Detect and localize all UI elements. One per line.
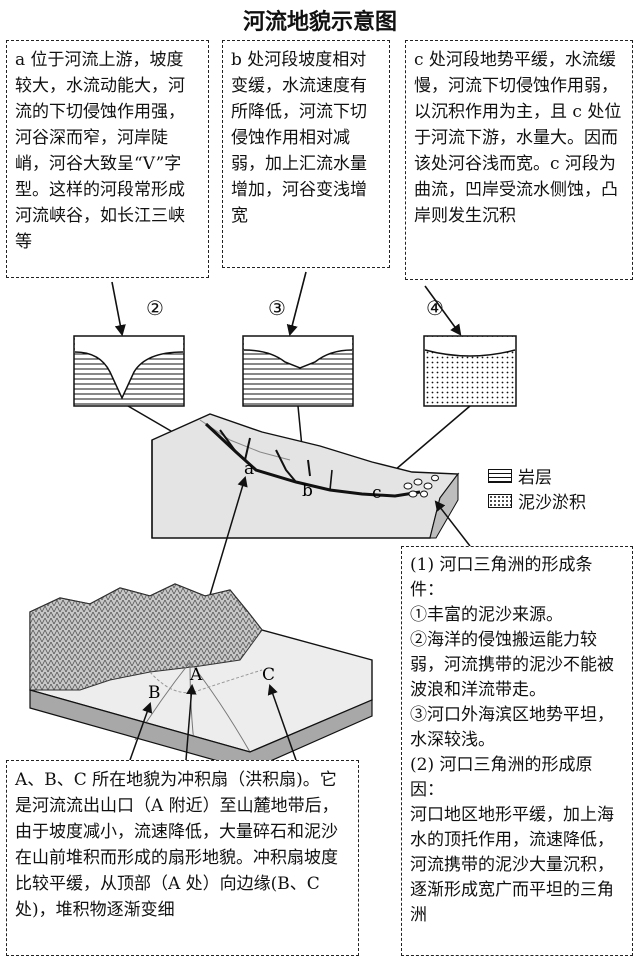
legend-silt-label: 泥沙淤积 <box>518 493 586 513</box>
marker-4: ④ <box>426 296 444 320</box>
delta-line-6: 河口地区地形平缓，加上海水的顶托作用，流速降低，河流携带的泥沙大量沉积，逐渐形成… <box>410 805 614 925</box>
cross-section-wide-valley <box>242 335 354 407</box>
label-a: a <box>244 459 254 479</box>
pointer-C <box>267 684 297 761</box>
label-B: B <box>148 683 161 703</box>
label-C: C <box>262 665 275 685</box>
legend-rock-swatch <box>488 468 512 483</box>
label-b: b <box>302 481 313 501</box>
midstream-note: b 处河段坡度相对变缓，水流速度有所降低，河流下切侵蚀作用相对减弱，加上汇流水量… <box>222 40 390 268</box>
upstream-note: a 位于河流上游，坡度较大，水流动能大，河流的下切侵蚀作用强，河谷深而窄，河岸陡… <box>6 40 209 278</box>
marker-3: ③ <box>268 296 286 320</box>
legend-silt-swatch <box>488 493 512 508</box>
delta-line-1: (1) 河口三角洲的形成条件： <box>410 555 593 600</box>
pointer-A <box>185 683 197 761</box>
delta-line-3: ②海洋的侵蚀搬运能力较弱，河流携带的泥沙不能被波浪和洋流带走。 <box>410 630 614 700</box>
marker-2: ② <box>146 296 164 320</box>
arrow-midstream <box>286 271 307 337</box>
delta-line-2: ①丰富的泥沙来源。 <box>410 605 563 625</box>
legend-silt: 泥沙淤积 <box>488 488 586 513</box>
label-A: A <box>189 665 203 685</box>
arrow-downstream <box>424 285 462 336</box>
legend-rock: 岩层 <box>488 463 552 488</box>
pointer-c <box>386 405 471 478</box>
delta-note: (1) 河口三角洲的形成条件： ①丰富的泥沙来源。 ②海洋的侵蚀搬运能力较弱，河… <box>401 546 633 956</box>
alluvial-fan-note-text: A、B、C 所在地貌为冲积扇（洪积扇)。它是河流流出山口（A 附近）至山麓地带后… <box>15 770 339 920</box>
legend-rock-label: 岩层 <box>518 468 552 488</box>
pointer-B <box>129 702 153 761</box>
delta-line-4: ③河口外海滨区地势平坦，水深较浅。 <box>410 705 614 750</box>
cross-section-silt-valley <box>423 335 517 407</box>
alluvial-fan-note: A、B、C 所在地貌为冲积扇（洪积扇)。它是河流流出山口（A 附近）至山麓地带后… <box>6 760 359 956</box>
delta-line-5: (2) 河口三角洲的形成原因： <box>410 755 593 800</box>
downstream-note-text: c 处河段地势平缓，水流缓慢，河流下切侵蚀作用弱，以沉积作用为主，且 c 处位于… <box>414 50 622 226</box>
pointer-delta <box>434 500 471 547</box>
cross-section-v-valley <box>73 335 185 407</box>
downstream-note: c 处河段地势平缓，水流缓慢，河流下切侵蚀作用弱，以沉积作用为主，且 c 处位于… <box>405 40 633 280</box>
river-basin-block <box>151 413 460 539</box>
alluvial-fan-block <box>29 583 373 771</box>
arrow-upstream <box>111 281 126 337</box>
midstream-note-text: b 处河段坡度相对变缓，水流速度有所降低，河流下切侵蚀作用相对减弱，加上汇流水量… <box>231 50 367 226</box>
label-c: c <box>372 483 382 503</box>
page-title: 河流地貌示意图 <box>242 10 397 35</box>
upstream-note-text: a 位于河流上游，坡度较大，水流动能大，河流的下切侵蚀作用强，河谷深而窄，河岸陡… <box>15 50 185 252</box>
